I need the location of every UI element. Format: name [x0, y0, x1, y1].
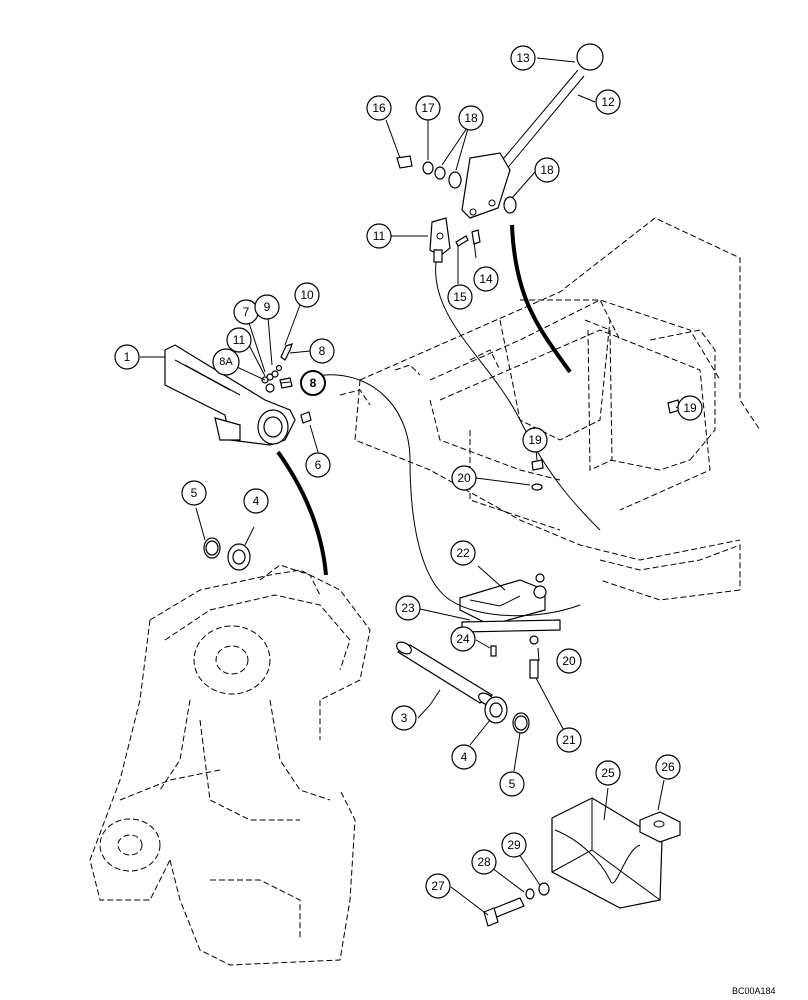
callout: 13	[510, 45, 536, 71]
svg-text:16: 16	[372, 101, 386, 115]
svg-text:15: 15	[453, 290, 467, 304]
svg-text:19: 19	[683, 401, 697, 415]
svg-text:4: 4	[253, 494, 260, 508]
svg-text:8: 8	[310, 376, 317, 390]
lever-part-12	[461, 43, 604, 219]
latch-part-22	[459, 573, 561, 633]
svg-text:23: 23	[401, 601, 415, 615]
yoke-part-11	[429, 217, 481, 263]
svg-text:22: 22	[456, 546, 470, 560]
svg-text:20: 20	[457, 471, 471, 485]
callout: 10	[294, 282, 320, 308]
machine-frame-outline	[339, 217, 761, 601]
callout: 1	[114, 344, 140, 370]
callout: 16	[366, 95, 392, 121]
svg-text:14: 14	[479, 272, 493, 286]
svg-text:1: 1	[124, 350, 131, 364]
callout: 18	[534, 157, 560, 183]
callout: 4	[243, 488, 269, 514]
callout: 29	[501, 832, 527, 858]
svg-text:10: 10	[300, 288, 314, 302]
cylinder-part-1	[164, 344, 296, 446]
svg-text:5: 5	[191, 486, 198, 500]
svg-text:20: 20	[562, 654, 576, 668]
callout: 20	[451, 465, 477, 491]
block-part-25	[551, 797, 681, 909]
callout: 9	[254, 294, 280, 320]
loader-arm-outline	[89, 564, 371, 966]
control-cables	[299, 261, 601, 617]
callout: 8A	[212, 348, 240, 376]
svg-text:24: 24	[456, 632, 470, 646]
callout: 21	[556, 727, 582, 753]
callout: 22	[450, 540, 476, 566]
callout: 12	[595, 89, 621, 115]
svg-text:27: 27	[431, 879, 445, 893]
small-bolts	[490, 399, 681, 679]
callout: 11	[226, 327, 252, 353]
bolt-part-27	[483, 882, 550, 927]
svg-text:13: 13	[516, 51, 530, 65]
svg-text:6: 6	[315, 458, 322, 472]
callout: 3	[391, 705, 417, 731]
callout: 5	[181, 480, 207, 506]
svg-text:18: 18	[464, 111, 478, 125]
svg-text:9: 9	[264, 300, 271, 314]
callout: 15	[447, 284, 473, 310]
callout: 25	[595, 760, 621, 786]
svg-text:25: 25	[601, 766, 615, 780]
svg-text:8A: 8A	[219, 356, 233, 368]
svg-text:4: 4	[461, 750, 468, 764]
callout: 26	[655, 754, 681, 780]
callout: 24	[450, 626, 476, 652]
svg-text:11: 11	[373, 229, 386, 243]
lever-hardware	[396, 155, 517, 214]
svg-text:17: 17	[421, 101, 435, 115]
washers	[203, 537, 530, 734]
callout: 23	[395, 595, 421, 621]
callout: 27	[425, 873, 451, 899]
svg-text:8: 8	[319, 344, 326, 358]
callout: 5	[499, 771, 525, 797]
svg-text:3: 3	[401, 711, 408, 725]
cylinder-hardware	[261, 343, 312, 424]
svg-text:28: 28	[477, 855, 491, 869]
callout: 19	[522, 427, 548, 453]
callout: 8	[309, 338, 335, 364]
svg-text:11: 11	[233, 333, 246, 347]
callout: 7	[233, 299, 259, 325]
svg-text:26: 26	[661, 760, 675, 774]
svg-text:7: 7	[243, 305, 250, 319]
svg-text:12: 12	[601, 95, 615, 109]
svg-text:29: 29	[507, 838, 521, 852]
callout: 4	[451, 744, 477, 770]
callout: 17	[415, 95, 441, 121]
svg-text:18: 18	[540, 163, 554, 177]
callout: 20	[556, 648, 582, 674]
callout: 6	[305, 452, 331, 478]
svg-text:5: 5	[509, 777, 516, 791]
svg-text:21: 21	[562, 733, 576, 747]
callout: 19	[677, 395, 703, 421]
svg-text:19: 19	[528, 433, 542, 447]
callout: 11	[366, 223, 392, 249]
callout: 28	[471, 849, 497, 875]
assembly-arrows	[276, 224, 572, 576]
callout-bold: 8	[300, 370, 326, 396]
pin-part-3	[396, 641, 494, 706]
leader-lines	[140, 57, 681, 916]
figure-code: BC00A184	[732, 986, 776, 996]
callout: 18	[458, 105, 484, 131]
callout: 14	[473, 266, 499, 292]
